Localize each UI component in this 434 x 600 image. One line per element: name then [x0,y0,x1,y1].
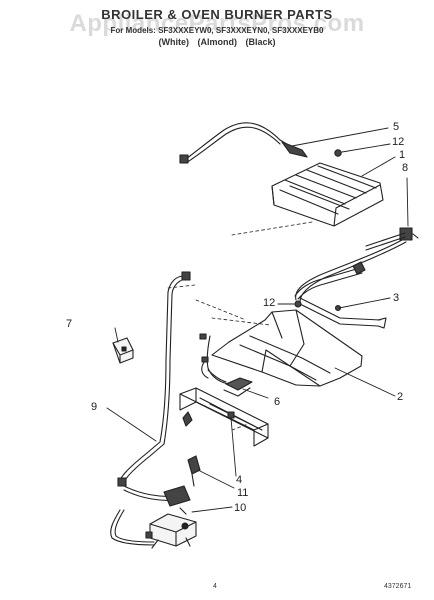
color-list: (White) (Almond) (Black) [158,37,276,47]
callout-12-lower: 12 [263,297,276,309]
part-10-gas-valve [145,485,197,549]
part-5-wire-harness [179,122,308,164]
callout-5: 5 [393,121,400,133]
diagram-title: BROILER & OVEN BURNER PARTS [101,7,333,22]
part-4-burner-bracket [179,387,269,447]
callout-8: 8 [402,162,409,174]
callout-9: 9 [91,401,98,413]
callout-2: 2 [397,391,404,403]
part-6-igniter [199,333,253,397]
watermark: AppliancePartsPros.com [69,10,365,37]
model-list: For Models: SF3XXXEYW0, SF3XXXEYN0, SF3X… [110,26,324,35]
page-number: 4 [213,583,217,590]
callout-4: 4 [236,474,243,486]
part-12-screw-upper [334,149,342,157]
callout-6: 6 [274,396,281,408]
part-3-oven-burner-tube [294,261,387,329]
callout-11: 11 [237,487,249,499]
callout-10: 10 [234,502,247,514]
part-12-screw-lower [294,300,302,308]
part-8-orifice-holder [365,227,419,251]
part-7-relay-box [112,337,134,364]
part-11-fitting [187,455,201,487]
callout-12-upper: 12 [392,136,405,148]
callout-1: 1 [399,149,406,161]
part-1-broiler-burner [271,162,384,227]
callout-7: 7 [66,318,73,330]
part-2-oven-baffle [211,309,363,387]
document-part-number: 4372671 [384,583,412,590]
callout-3: 3 [393,292,400,304]
